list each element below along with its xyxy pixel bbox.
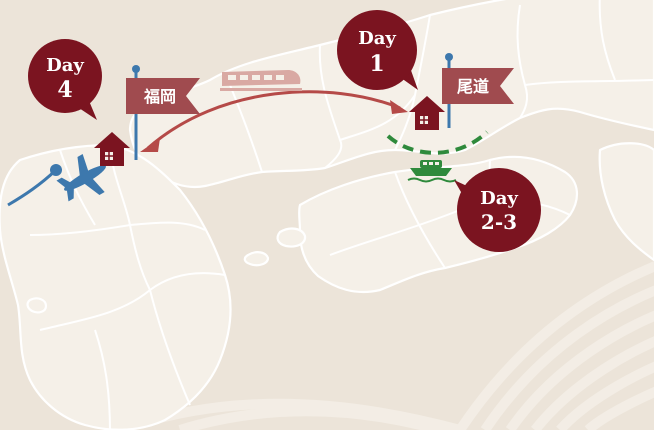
day23-marker-label: Day <box>480 188 518 209</box>
city-label-fukuoka: 福岡 <box>143 87 176 106</box>
house-icon <box>94 132 130 166</box>
day1-marker: Day 1 <box>337 10 418 90</box>
day4-marker-label: Day <box>46 55 84 76</box>
day4-marker-number: 4 <box>57 77 72 103</box>
route-arrowhead-west <box>140 138 160 152</box>
island <box>26 297 48 314</box>
city-label-onomichi: 尾道 <box>457 77 489 96</box>
day23-marker: Day 2-3 <box>454 168 541 252</box>
onomichi-flag: 尾道 <box>442 53 514 128</box>
day23-marker-number: 2-3 <box>481 210 517 234</box>
east-region <box>598 142 654 262</box>
kyushu-region <box>0 143 232 430</box>
honshu-region <box>128 0 654 189</box>
day1-marker-label: Day <box>358 28 396 49</box>
day4-marker: Day 4 <box>28 39 102 120</box>
onomichi-flag-banner <box>442 68 514 104</box>
train-icon <box>220 70 302 91</box>
airplane-icon <box>56 153 106 202</box>
day1-marker-number: 1 <box>369 51 384 77</box>
prefecture-borders <box>29 0 654 430</box>
ferry-icon <box>407 160 457 183</box>
island <box>276 227 307 248</box>
flight-path-dot <box>50 164 62 176</box>
train-route <box>147 90 401 150</box>
fukuoka-flag-banner <box>126 78 200 114</box>
house-icon <box>409 96 445 130</box>
island <box>243 251 270 267</box>
fukuoka-flag: 福岡 <box>126 65 200 160</box>
ferry-route <box>386 130 489 155</box>
route-arrowhead-east <box>390 100 408 114</box>
